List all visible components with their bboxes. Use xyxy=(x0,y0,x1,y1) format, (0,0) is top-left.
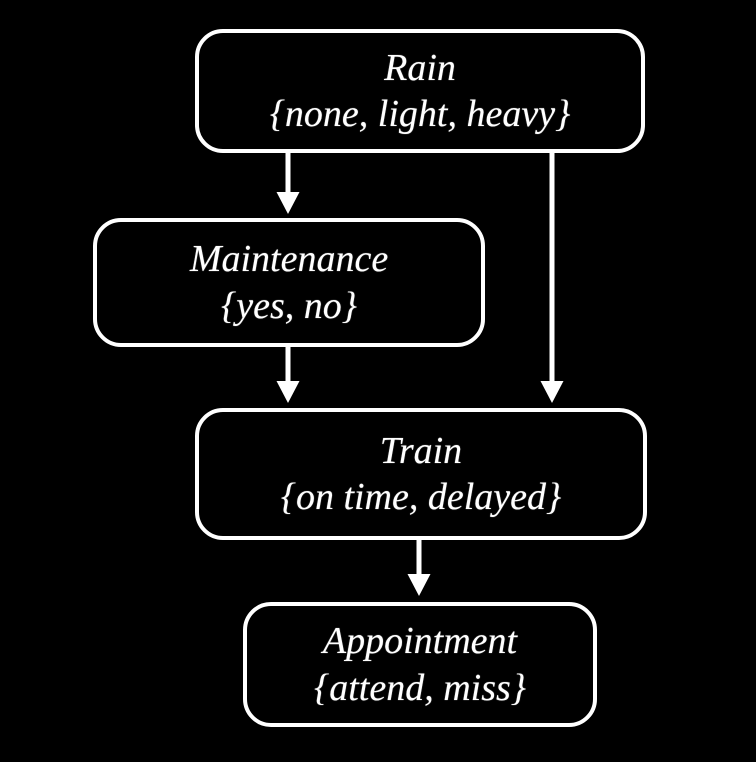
edge-rain-to-maintenance-arrow xyxy=(276,153,300,214)
node-rain: Rain {none, light, heavy} xyxy=(195,29,645,153)
node-appointment-values: {attend, miss} xyxy=(314,666,526,709)
node-rain-values: {none, light, heavy} xyxy=(269,93,571,135)
node-rain-label: Rain xyxy=(384,46,456,89)
node-train: Train {on time, delayed} xyxy=(195,408,647,540)
node-appointment: Appointment {attend, miss} xyxy=(243,602,597,727)
node-appointment-label: Appointment xyxy=(322,620,518,663)
node-maintenance: Maintenance {yes, no} xyxy=(93,218,485,347)
node-maintenance-values: {yes, no} xyxy=(221,284,357,327)
node-train-values: {on time, delayed} xyxy=(280,476,562,518)
edge-rain-to-train-arrow xyxy=(540,153,564,403)
edge-maintenance-to-train-arrow xyxy=(276,347,300,403)
edge-train-to-appointment-arrow xyxy=(407,540,431,596)
node-train-label: Train xyxy=(379,429,463,472)
node-maintenance-label: Maintenance xyxy=(189,238,389,281)
